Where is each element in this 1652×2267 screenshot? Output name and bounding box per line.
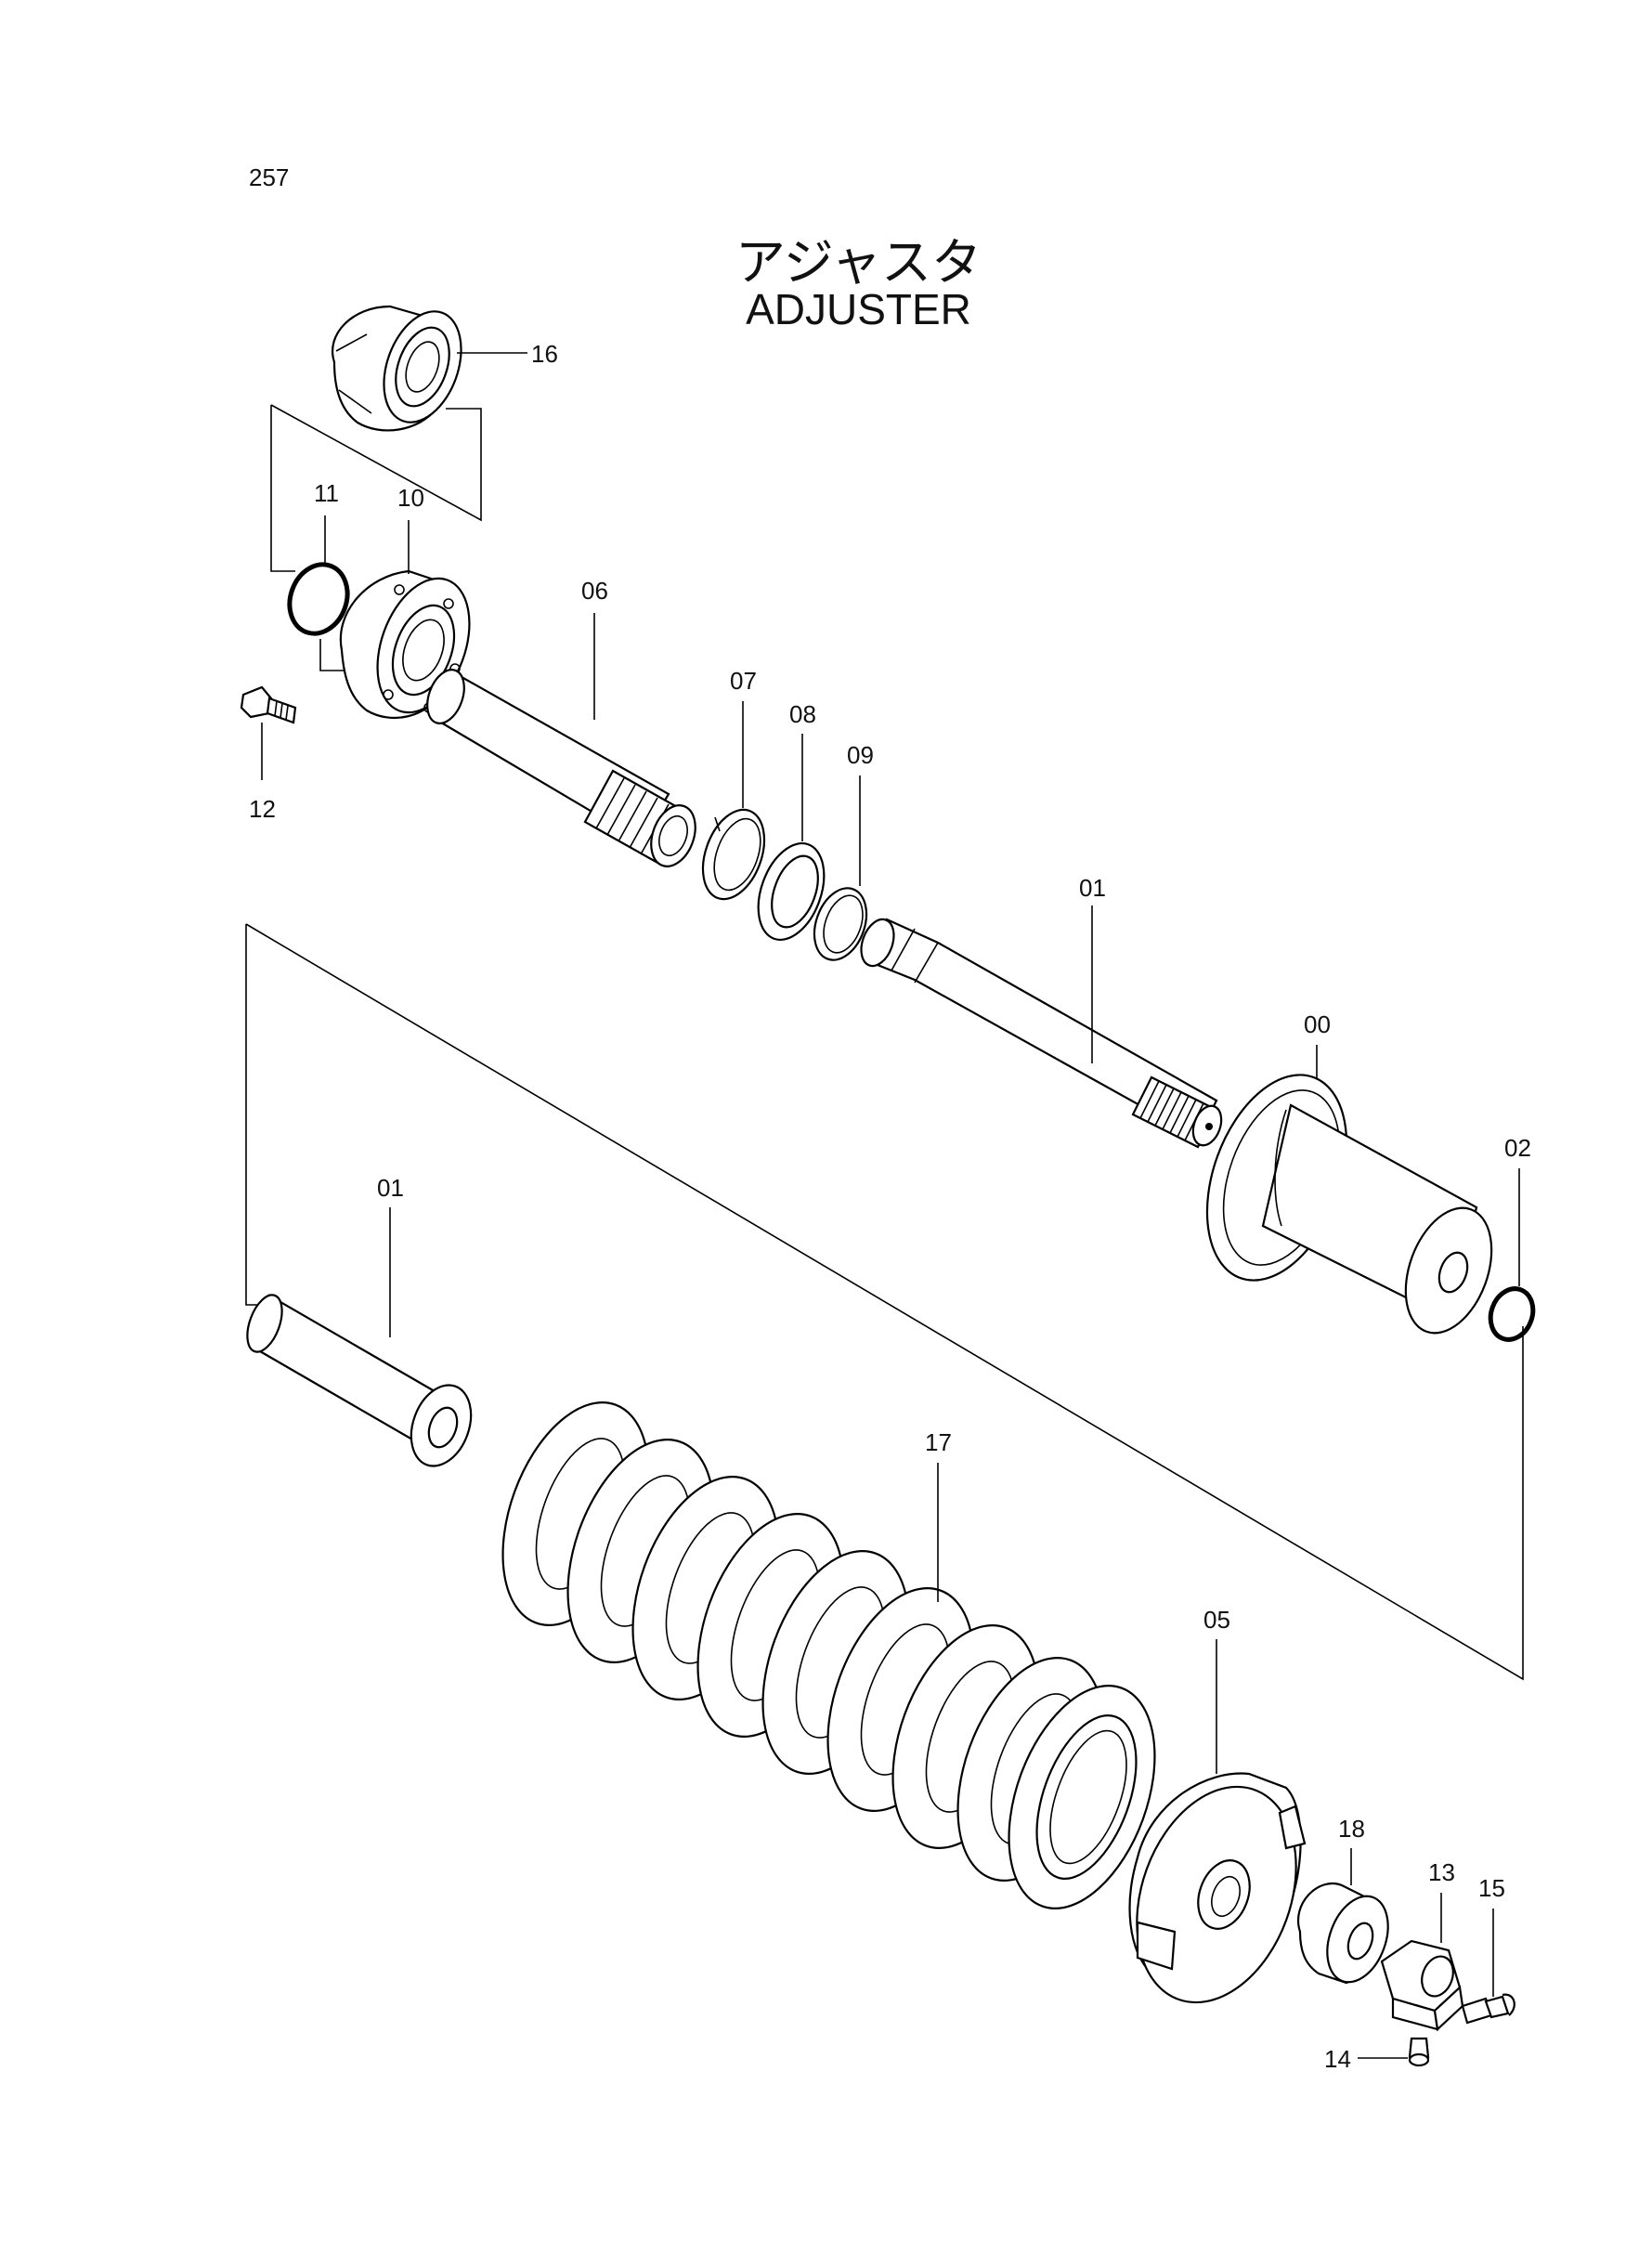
part-16-bushing (332, 305, 462, 432)
label-12: 12 (249, 795, 276, 823)
bracket-diagonal-long (245, 923, 1524, 1681)
part-08-ring (757, 841, 826, 942)
part-12-bolt (240, 685, 297, 724)
part-05-spring-seat (1128, 1772, 1307, 2004)
part-11-o-ring (287, 562, 350, 636)
part-00-adjuster-body (1205, 1074, 1493, 1335)
label-17: 17 (925, 1428, 952, 1456)
label-10: 10 (397, 484, 424, 512)
leader-10-bracket (319, 639, 345, 671)
part-01-spacer-tube (246, 1294, 473, 1467)
part-02-o-ring (1488, 1286, 1536, 1342)
label-01-upper: 01 (1079, 874, 1106, 902)
part-15-grease-fitting (1461, 1993, 1515, 2025)
label-16: 16 (531, 340, 558, 368)
label-15: 15 (1478, 1874, 1505, 1902)
bracket-left-16 (270, 405, 295, 572)
label-01-lower: 01 (377, 1174, 404, 1202)
part-18-collar (1297, 1883, 1389, 1985)
label-05: 05 (1203, 1606, 1230, 1634)
page-number: 257 (249, 163, 290, 191)
label-11: 11 (314, 479, 339, 507)
label-13: 13 (1428, 1858, 1455, 1886)
diagram-title-japanese: アジャスタ (735, 233, 982, 292)
label-08: 08 (789, 700, 816, 728)
label-09: 09 (847, 741, 874, 769)
part-07-split-ring (701, 808, 766, 901)
bracket-left-long (245, 924, 271, 1306)
part-09-snap-ring (813, 887, 868, 961)
bracket-right-16 (270, 404, 482, 522)
part-17-coil-spring (501, 1401, 1156, 1909)
part-14-fitting (1408, 2037, 1430, 2067)
label-00: 00 (1304, 1010, 1331, 1038)
part-13-hex-nut (1380, 1939, 1464, 2032)
label-14: 14 (1324, 2045, 1351, 2073)
label-02: 02 (1504, 1134, 1531, 1162)
part-06-cylinder (426, 669, 696, 867)
part-01-piston-rod (860, 918, 1223, 1149)
label-07: 07 (730, 667, 757, 695)
label-18: 18 (1338, 1815, 1365, 1843)
label-06: 06 (581, 577, 608, 605)
diagram-title-english: ADJUSTER (746, 285, 971, 333)
